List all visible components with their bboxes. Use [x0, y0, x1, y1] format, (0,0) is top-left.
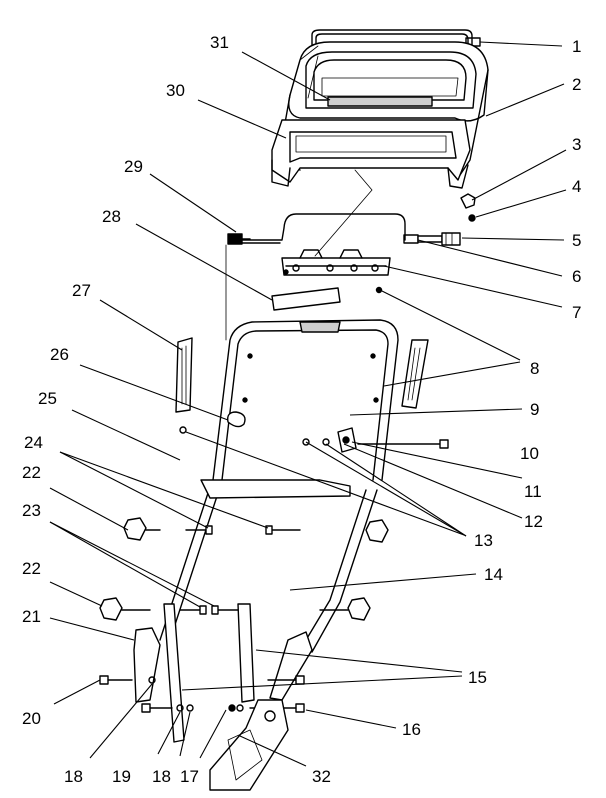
part-19-bolt: [141, 703, 173, 713]
part-3-knob: [460, 193, 476, 209]
part-21-lower-handle-end: [133, 627, 161, 703]
part-27-left-grip: [175, 337, 193, 413]
callout-22-upper: 22: [22, 463, 41, 482]
part-20-bolt: [99, 675, 133, 685]
callout-22-lower: 22: [22, 559, 41, 578]
callout-7: 7: [572, 303, 581, 322]
callout-21: 21: [22, 607, 41, 626]
callout-24: 24: [24, 433, 43, 452]
part-17-nut: [228, 704, 244, 712]
part-8-screws: [242, 269, 383, 403]
part-31-decal: [327, 96, 433, 107]
callout-23: 23: [22, 501, 41, 520]
callout-11: 11: [524, 482, 542, 501]
callout-9: 9: [530, 400, 539, 419]
callout-13: 13: [474, 531, 493, 550]
callout-labels: 1 2 3 4 5 6 7 8 9 10 11 12 13 14 15 16 1…: [22, 33, 581, 786]
callout-12: 12: [524, 512, 543, 531]
part-23-bolts: [179, 605, 241, 615]
callout-18-right: 18: [152, 767, 171, 786]
callout-31: 31: [210, 33, 229, 52]
part-13-washers: [179, 426, 330, 446]
right-knob-upper: [365, 519, 389, 543]
part-28-cover: [271, 287, 341, 311]
part-22-lower-knob: [99, 597, 151, 621]
part-15-left-link: [163, 603, 185, 743]
part-5-cable-rod: [231, 213, 406, 244]
callout-1: 1: [572, 37, 581, 56]
callout-32: 32: [312, 767, 331, 786]
leader-lines: [49, 41, 567, 767]
callout-3: 3: [572, 135, 581, 154]
part-22-upper-knob: [123, 517, 161, 541]
part-24-bolts: [185, 525, 301, 535]
callout-4: 4: [572, 177, 581, 196]
part-15-right-link: [237, 603, 255, 703]
callout-15: 15: [468, 668, 487, 687]
callout-16: 16: [402, 720, 421, 739]
callout-20: 20: [22, 709, 41, 728]
callout-10: 10: [520, 444, 539, 463]
callout-26: 26: [50, 345, 69, 364]
right-knob-lower: [319, 597, 371, 621]
part-30-lower-housing: [271, 119, 471, 189]
part-27-right-grip: [401, 339, 429, 409]
part-18-washer-upper: [148, 676, 156, 684]
callout-2: 2: [572, 75, 581, 94]
part-11-switch-box: [337, 427, 357, 453]
part-6-cable-end: [403, 232, 461, 246]
callout-14: 14: [484, 565, 503, 584]
part-7-control-bracket: [281, 249, 391, 276]
part-32-deck-bracket: [209, 699, 289, 791]
callout-5: 5: [572, 231, 581, 250]
part-4-washer: [468, 214, 476, 222]
callout-17: 17: [180, 767, 199, 786]
callout-8: 8: [530, 359, 539, 378]
assembly-centerlines: [225, 45, 373, 341]
part-10-bolt: [357, 439, 449, 449]
callout-19: 19: [112, 767, 131, 786]
callout-30: 30: [166, 81, 185, 100]
callout-6: 6: [572, 267, 581, 286]
part-18-washer-lower: [176, 704, 194, 712]
callout-28: 28: [102, 207, 121, 226]
callout-29: 29: [124, 157, 143, 176]
callout-27: 27: [72, 281, 91, 300]
callout-18-left: 18: [64, 767, 83, 786]
part-25-upper-handle: [159, 319, 399, 653]
part-26-cable-clip: [226, 411, 246, 428]
callout-25: 25: [38, 389, 57, 408]
part-14-lower-handle: [269, 631, 313, 701]
part-29-spring: [227, 233, 251, 245]
